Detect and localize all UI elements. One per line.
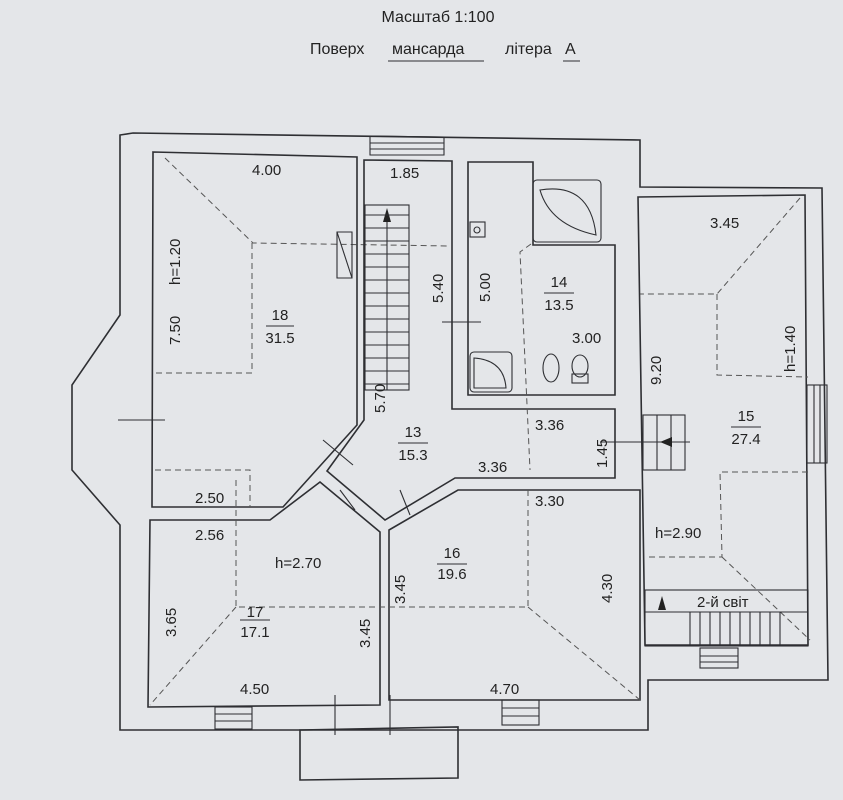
svg-text:5.00: 5.00 bbox=[477, 273, 494, 302]
outer-wall bbox=[71, 132, 829, 731]
svg-text:2.56: 2.56 bbox=[195, 527, 224, 544]
svg-text:3.45: 3.45 bbox=[710, 215, 739, 232]
svg-text:27.4: 27.4 bbox=[731, 431, 760, 448]
svg-text:18: 18 bbox=[272, 307, 289, 324]
svg-text:1.85: 1.85 bbox=[390, 165, 419, 182]
svg-text:h=2.70: h=2.70 bbox=[275, 555, 321, 572]
room-label-15: 15 27.4 bbox=[731, 408, 761, 448]
window-right bbox=[806, 384, 828, 464]
bottom-right-steps bbox=[699, 647, 739, 669]
floor-label: Поверх bbox=[310, 41, 364, 58]
room-label-13: 13 15.3 bbox=[398, 424, 428, 464]
room-label-14: 14 13.5 bbox=[544, 274, 574, 314]
room-label-16: 16 19.6 bbox=[437, 545, 467, 583]
svg-text:4.50: 4.50 bbox=[240, 681, 269, 698]
svg-text:3.36: 3.36 bbox=[535, 417, 564, 434]
svg-text:15: 15 bbox=[738, 408, 755, 425]
svg-text:7.50: 7.50 bbox=[167, 316, 184, 345]
svg-text:5.70: 5.70 bbox=[372, 384, 389, 413]
letter-label: літера bbox=[505, 41, 552, 58]
svg-text:2.50: 2.50 bbox=[195, 490, 224, 507]
svg-text:3.45: 3.45 bbox=[392, 575, 409, 604]
svg-text:3.45: 3.45 bbox=[357, 619, 374, 648]
svg-text:9.20: 9.20 bbox=[648, 356, 665, 385]
svg-text:17: 17 bbox=[247, 604, 264, 621]
svg-text:5.40: 5.40 bbox=[430, 274, 447, 303]
shower-icon bbox=[469, 351, 513, 393]
stairwell bbox=[325, 159, 616, 521]
toilet-icon bbox=[571, 354, 589, 384]
bidet-icon bbox=[542, 353, 560, 383]
svg-text:14: 14 bbox=[551, 274, 568, 291]
svg-text:16: 16 bbox=[444, 545, 461, 562]
svg-text:4.30: 4.30 bbox=[599, 574, 616, 603]
top-steps bbox=[369, 135, 445, 156]
height-labels: h=1.20 h=1.40 h=2.90 h=2.70 bbox=[167, 239, 799, 572]
room-18 bbox=[151, 151, 358, 508]
bottom-windows bbox=[214, 699, 540, 730]
svg-text:4.70: 4.70 bbox=[490, 681, 519, 698]
svg-text:13: 13 bbox=[405, 424, 422, 441]
second-light-stairs bbox=[644, 589, 809, 647]
svg-text:h=1.40: h=1.40 bbox=[782, 326, 799, 372]
svg-text:15.3: 15.3 bbox=[398, 447, 427, 464]
svg-text:4.00: 4.00 bbox=[252, 162, 281, 179]
floor-value: мансарда bbox=[392, 41, 465, 58]
svg-text:h=1.20: h=1.20 bbox=[167, 239, 184, 285]
room-label-18: 18 31.5 bbox=[265, 307, 294, 347]
room-16 bbox=[388, 489, 641, 701]
svg-text:3.30: 3.30 bbox=[535, 493, 564, 510]
entry-steps bbox=[600, 414, 690, 471]
svg-text:h=2.90: h=2.90 bbox=[655, 525, 701, 542]
room-15 bbox=[637, 194, 809, 646]
svg-text:19.6: 19.6 bbox=[437, 566, 466, 583]
room-17 bbox=[147, 480, 381, 708]
dimension-labels: 4.00 7.50 2.50 1.85 5.40 5.70 5.00 3.00 … bbox=[163, 162, 739, 698]
svg-text:3.65: 3.65 bbox=[163, 608, 180, 637]
scale-label: Масштаб 1:100 bbox=[382, 9, 495, 26]
room-14 bbox=[467, 161, 616, 396]
svg-text:3.36: 3.36 bbox=[478, 459, 507, 476]
svg-text:1.45: 1.45 bbox=[594, 439, 611, 468]
porch bbox=[299, 726, 459, 781]
svg-text:3.00: 3.00 bbox=[572, 330, 601, 347]
svg-text:17.1: 17.1 bbox=[240, 624, 269, 641]
svg-text:13.5: 13.5 bbox=[544, 297, 573, 314]
staircase bbox=[364, 204, 410, 391]
room-label-17: 17 17.1 bbox=[240, 604, 270, 641]
letter-value: А bbox=[565, 41, 576, 58]
sink-icon bbox=[469, 221, 486, 238]
bathtub-icon bbox=[532, 179, 602, 243]
svg-text:31.5: 31.5 bbox=[265, 330, 294, 347]
second-light-label: 2-й світ bbox=[697, 594, 749, 611]
